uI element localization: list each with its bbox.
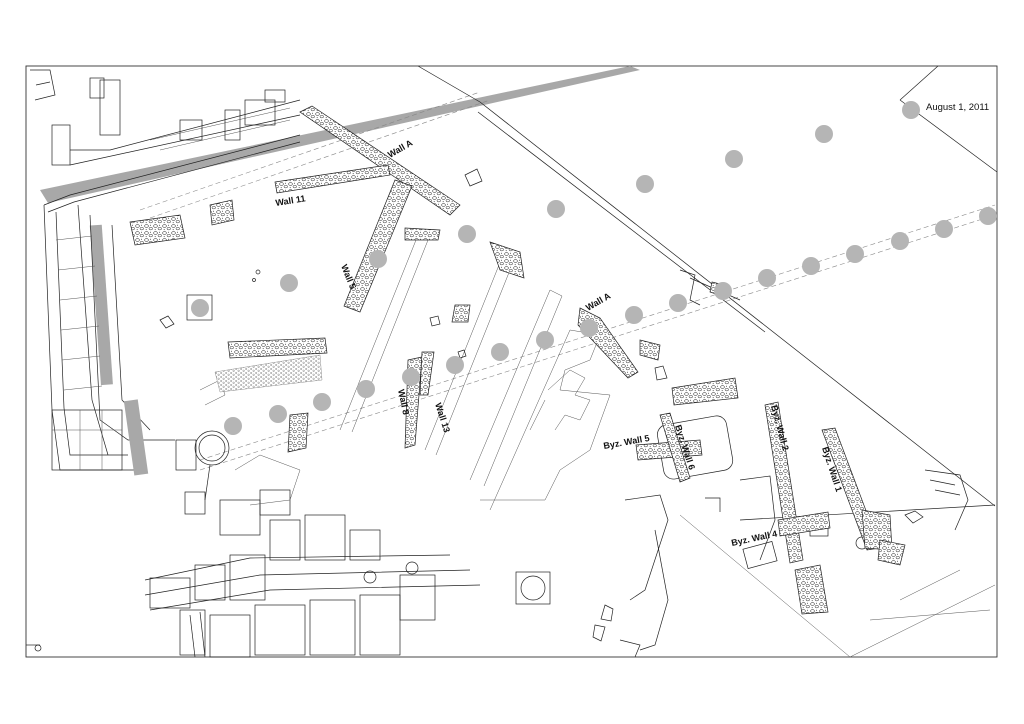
column-marker (369, 250, 387, 268)
plan-date: August 1, 2011 (926, 102, 989, 113)
column-marker (547, 200, 565, 218)
west-enclosure (30, 69, 301, 476)
southwest-ruins (144, 454, 481, 658)
column-marker (491, 343, 509, 361)
small-finds (159, 168, 924, 642)
column-marker (636, 175, 654, 193)
column-marker (669, 294, 687, 312)
column-marker (402, 368, 420, 386)
map-drawing (26, 65, 998, 658)
column-marker (902, 101, 920, 119)
column-marker (191, 299, 209, 317)
column-marker (935, 220, 953, 238)
column-marker (536, 331, 554, 349)
column-marker (269, 405, 287, 423)
stone-walls (129, 105, 906, 615)
column-marker (979, 207, 997, 225)
column-marker (458, 225, 476, 243)
column-marker (446, 356, 464, 374)
column-marker (625, 306, 643, 324)
column-marker (580, 319, 598, 337)
map-frame (25, 65, 998, 658)
column-marker (224, 417, 242, 435)
column-marker (725, 150, 743, 168)
column-marker (815, 125, 833, 143)
column-markers (191, 101, 997, 435)
column-marker (846, 245, 864, 263)
column-marker (802, 257, 820, 275)
column-marker (357, 380, 375, 398)
label-wall-11: Wall 11 (275, 193, 306, 208)
column-marker (280, 274, 298, 292)
column-marker (758, 269, 776, 287)
column-marker (313, 393, 331, 411)
column-marker (891, 232, 909, 250)
column-marker (714, 282, 732, 300)
